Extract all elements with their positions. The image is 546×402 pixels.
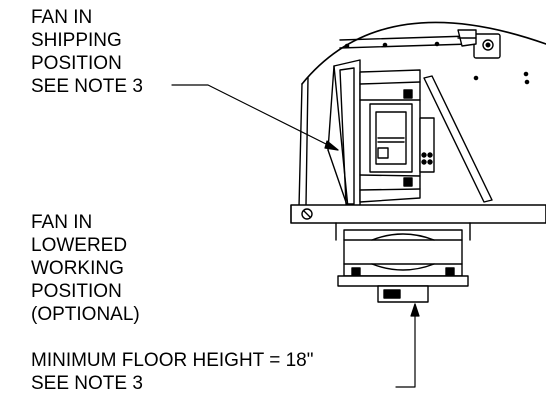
lowered-fan-housing [343, 229, 463, 277]
rivet [524, 79, 530, 85]
floor-leader-arrow [410, 303, 420, 317]
rivet [523, 71, 529, 77]
floor-callout-line-2: SEE NOTE 3 [31, 373, 143, 394]
lowered-fan-base [337, 275, 469, 287]
leader-lines [171, 84, 420, 388]
fan-blade-line [359, 174, 421, 177]
fan-clip [377, 147, 389, 159]
fan-frame-edge [327, 65, 335, 151]
lowered-callout-line-4: POSITION [31, 281, 122, 302]
motor-connector [427, 159, 433, 165]
shipping-callout-line-2: SHIPPING [31, 30, 122, 51]
fan-motor-box [419, 117, 435, 173]
fan-bolt [403, 177, 413, 187]
shipping-leader-line [171, 84, 339, 151]
floor-leader-line [395, 303, 416, 388]
fan-hub [369, 103, 413, 173]
rivet [434, 41, 440, 47]
rivet [473, 75, 479, 81]
fan-blade-housing [359, 69, 421, 203]
shipping-callout-line-1: FAN IN [31, 7, 93, 28]
housing-top-rail-lower [339, 43, 471, 49]
fan-frame-inner [339, 67, 355, 205]
lowered-callout-line-5: (OPTIONAL) [31, 304, 140, 325]
housing-arc [301, 21, 546, 85]
lowered-callout-line-2: LOWERED [31, 235, 128, 256]
lowered-fan-hub [371, 233, 435, 241]
shipping-callout-line-4: SEE NOTE 3 [31, 76, 143, 97]
shipping-callout-line-3: POSITION [31, 53, 122, 74]
housing-inner-left [305, 77, 309, 206]
rivet [382, 42, 388, 48]
lowered-fan-bolt [445, 267, 455, 277]
shipping-position-callout: FAN IN SHIPPING POSITION SEE NOTE 3 [31, 6, 143, 98]
fan-blade-line [359, 188, 421, 191]
motor-connector [421, 152, 427, 158]
rivet [344, 43, 350, 49]
floor-callout-line-1: MINIMUM FLOOR HEIGHT = 18" [31, 350, 314, 371]
lowered-fan-hub [371, 263, 435, 271]
fan-frame-outer [333, 59, 361, 209]
mount-bracket [457, 29, 501, 59]
base-plate [290, 204, 546, 224]
base-plate-rail [290, 204, 546, 224]
lowered-position-callout: FAN IN LOWERED WORKING POSITION (OPTIONA… [31, 211, 140, 326]
motor-connector [421, 159, 427, 165]
motor-connector [427, 152, 433, 158]
fan-blade-line [359, 81, 421, 85]
lowered-motor-connectors [383, 289, 401, 299]
housing-left-wall [298, 83, 303, 208]
fan-shipping-position [327, 59, 493, 209]
base-plate-bolt-slot [303, 210, 311, 218]
support-strut [423, 75, 493, 203]
fan-lowered-position [335, 222, 471, 303]
lowered-callout-line-1: FAN IN [31, 212, 93, 233]
lowered-callout-line-3: WORKING [31, 258, 124, 279]
floor-height-callout: MINIMUM FLOOR HEIGHT = 18" SEE NOTE 3 [31, 349, 313, 395]
housing-outline [298, 21, 546, 208]
fan-frame-edge [327, 149, 349, 209]
housing-top-rail [339, 35, 471, 41]
lowered-fan-bolt [351, 267, 361, 277]
fan-bolt [403, 89, 413, 99]
bracket-hole-center [485, 42, 491, 48]
shipping-leader-arrow [324, 140, 339, 151]
fan-hub-inner [375, 111, 407, 165]
